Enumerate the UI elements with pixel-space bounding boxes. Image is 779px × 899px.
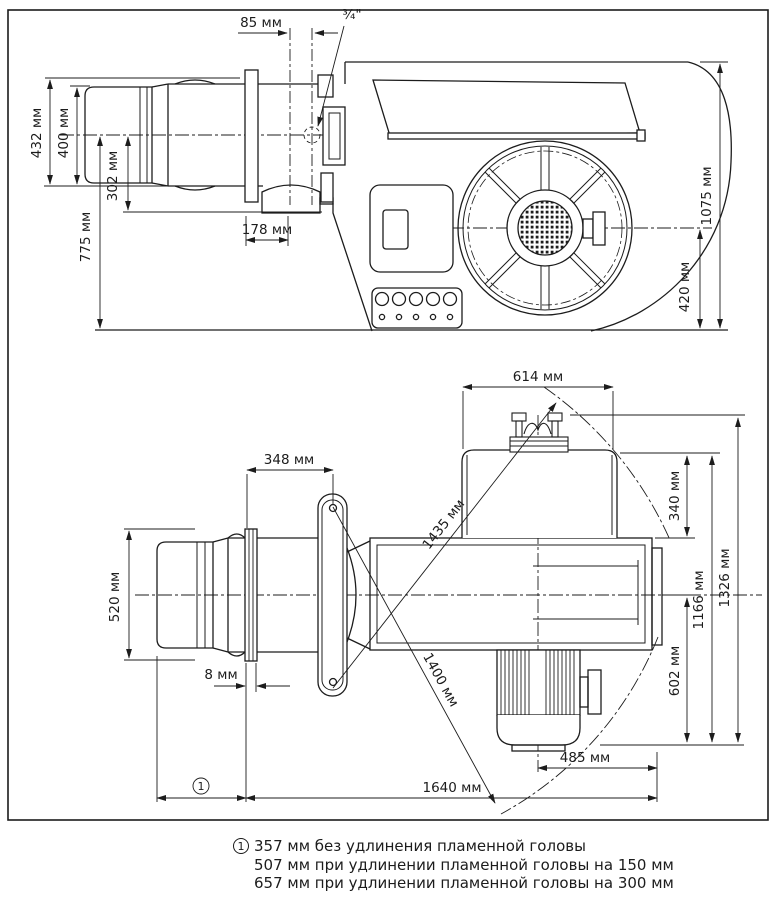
dim-three-quarter: ¾" — [317, 7, 362, 127]
dim-ref-1: 1 — [156, 777, 247, 801]
extension-lines-side — [44, 61, 728, 246]
test-port-flange — [592, 211, 606, 246]
fan-mesh-grille — [517, 200, 573, 256]
dim-label-three-quarter: ¾" — [342, 7, 361, 23]
dim-1326: 1326 мм — [717, 417, 741, 743]
dim-1075: 1075 мм — [699, 63, 723, 329]
swing-arc-top — [543, 386, 671, 541]
dim-420: 420 мм — [677, 229, 703, 329]
dim-label-178: 178 мм — [242, 222, 292, 238]
panel-button — [374, 291, 390, 307]
panel-button — [408, 291, 424, 307]
flange-plate-plan — [244, 528, 258, 662]
test-port-small — [582, 218, 594, 239]
gas-port-three-quarter-inch — [303, 126, 321, 144]
dim-520: 520 мм — [107, 530, 132, 659]
panel-lamp — [378, 313, 386, 321]
dim-178: 178 мм — [242, 222, 292, 243]
hinge-lug-lower — [320, 172, 334, 203]
fan-motor — [496, 649, 602, 752]
extension-lines-plan — [124, 391, 745, 802]
dimensions-plan: 614 мм 348 мм 340 мм 1435 мм 520 мм 1166… — [107, 369, 741, 801]
footnote-line-1: 357 мм без удлинения пламенной головы — [254, 837, 586, 855]
flame-head-plan — [156, 533, 318, 657]
fan-spokes — [484, 147, 606, 309]
body-side-plate — [651, 547, 663, 646]
dim-label-1400: 1400 мм — [419, 650, 462, 709]
footnote: 1 357 мм без удлинения пламенной головы … — [233, 837, 674, 892]
dim-602: 602 мм — [667, 597, 690, 743]
panel-lamp — [395, 313, 403, 321]
motor-junction-small — [579, 676, 589, 708]
dim-label-1075: 1075 мм — [699, 166, 715, 225]
sight-glass — [382, 209, 409, 250]
hinge-flange-plan — [317, 493, 371, 697]
dim-614: 614 мм — [462, 369, 614, 390]
dim-label-602: 602 мм — [667, 646, 683, 696]
dim-label-485: 485 мм — [560, 750, 610, 766]
footnote-line-3: 657 мм при удлинении пламенной головы на… — [254, 874, 674, 892]
dim-1166: 1166 мм — [691, 455, 715, 743]
dim-label-614: 614 мм — [513, 369, 563, 385]
dim-label-420: 420 мм — [677, 262, 693, 312]
dim-432: 432 мм — [29, 79, 53, 185]
dimensions-side: 85 мм ¾" 432 мм 400 мм 302 мм 775 мм — [29, 7, 723, 329]
damper-bolt-assembly — [509, 412, 569, 453]
dim-label-348: 348 мм — [264, 452, 314, 468]
dim-400: 400 мм — [56, 87, 80, 185]
motor-junction-flange — [587, 669, 602, 715]
panel-button — [442, 291, 458, 307]
footnote-marker-circle — [233, 838, 249, 854]
motor-ribs — [500, 650, 575, 715]
hinge-bolt-hole-top — [328, 503, 338, 513]
dim-1640: 1640 мм — [245, 780, 658, 801]
dim-label-1640: 1640 мм — [422, 780, 481, 796]
drawing-frame — [7, 9, 769, 821]
air-hood-side — [372, 79, 646, 142]
dim-label-400: 400 мм — [56, 108, 72, 158]
dim-label-775: 775 мм — [78, 212, 94, 262]
motor-foot — [511, 744, 566, 752]
hinge-bolt-hole-bottom — [328, 677, 338, 687]
burner-body-side — [317, 61, 732, 332]
dim-label-1326: 1326 мм — [717, 548, 733, 607]
footnote-marker-digit: 1 — [238, 840, 245, 853]
control-panel — [369, 184, 454, 273]
panel-lamp — [429, 313, 437, 321]
dim-label-85: 85 мм — [240, 15, 282, 31]
dim-485: 485 мм — [537, 750, 658, 771]
gas-connection-block — [322, 106, 346, 166]
button-panel — [371, 287, 463, 329]
dim-label-432: 432 мм — [29, 108, 45, 158]
motor-end-bell — [496, 715, 581, 746]
plan-view: 614 мм 348 мм 340 мм 1435 мм 520 мм 1166… — [107, 369, 762, 815]
side-view: 85 мм ¾" 432 мм 400 мм 302 мм 775 мм — [29, 7, 732, 332]
dim-775: 775 мм — [78, 136, 103, 329]
burner-body-plan — [369, 537, 663, 651]
dim-label-520: 520 мм — [107, 572, 123, 622]
dim-348: 348 мм — [246, 452, 334, 473]
panel-button — [391, 291, 407, 307]
footnote-line-2: 507 мм при удлинении пламенной головы на… — [254, 856, 674, 874]
ref-marker-circle — [192, 777, 210, 795]
mounting-flange-side — [244, 69, 259, 203]
dim-1400: 1400 мм — [419, 650, 462, 709]
dim-85: 85 мм — [238, 15, 338, 36]
dim-8: 8 мм — [204, 667, 290, 689]
dim-label-340: 340 мм — [667, 471, 683, 521]
dim-label-302: 302 мм — [105, 151, 121, 201]
swing-line-1400 — [332, 506, 496, 804]
swing-line-1435 — [332, 402, 557, 689]
panel-lamp — [412, 313, 420, 321]
ref-marker-digit: 1 — [198, 780, 205, 793]
dim-302: 302 мм — [105, 136, 131, 211]
panel-button — [425, 291, 441, 307]
dim-label-1166: 1166 мм — [691, 570, 707, 629]
air-hood-plan — [461, 449, 618, 538]
fan-guard — [457, 140, 633, 316]
panel-lamp — [446, 313, 454, 321]
dim-label-8: 8 мм — [204, 667, 237, 683]
dim-340: 340 мм — [667, 455, 690, 537]
